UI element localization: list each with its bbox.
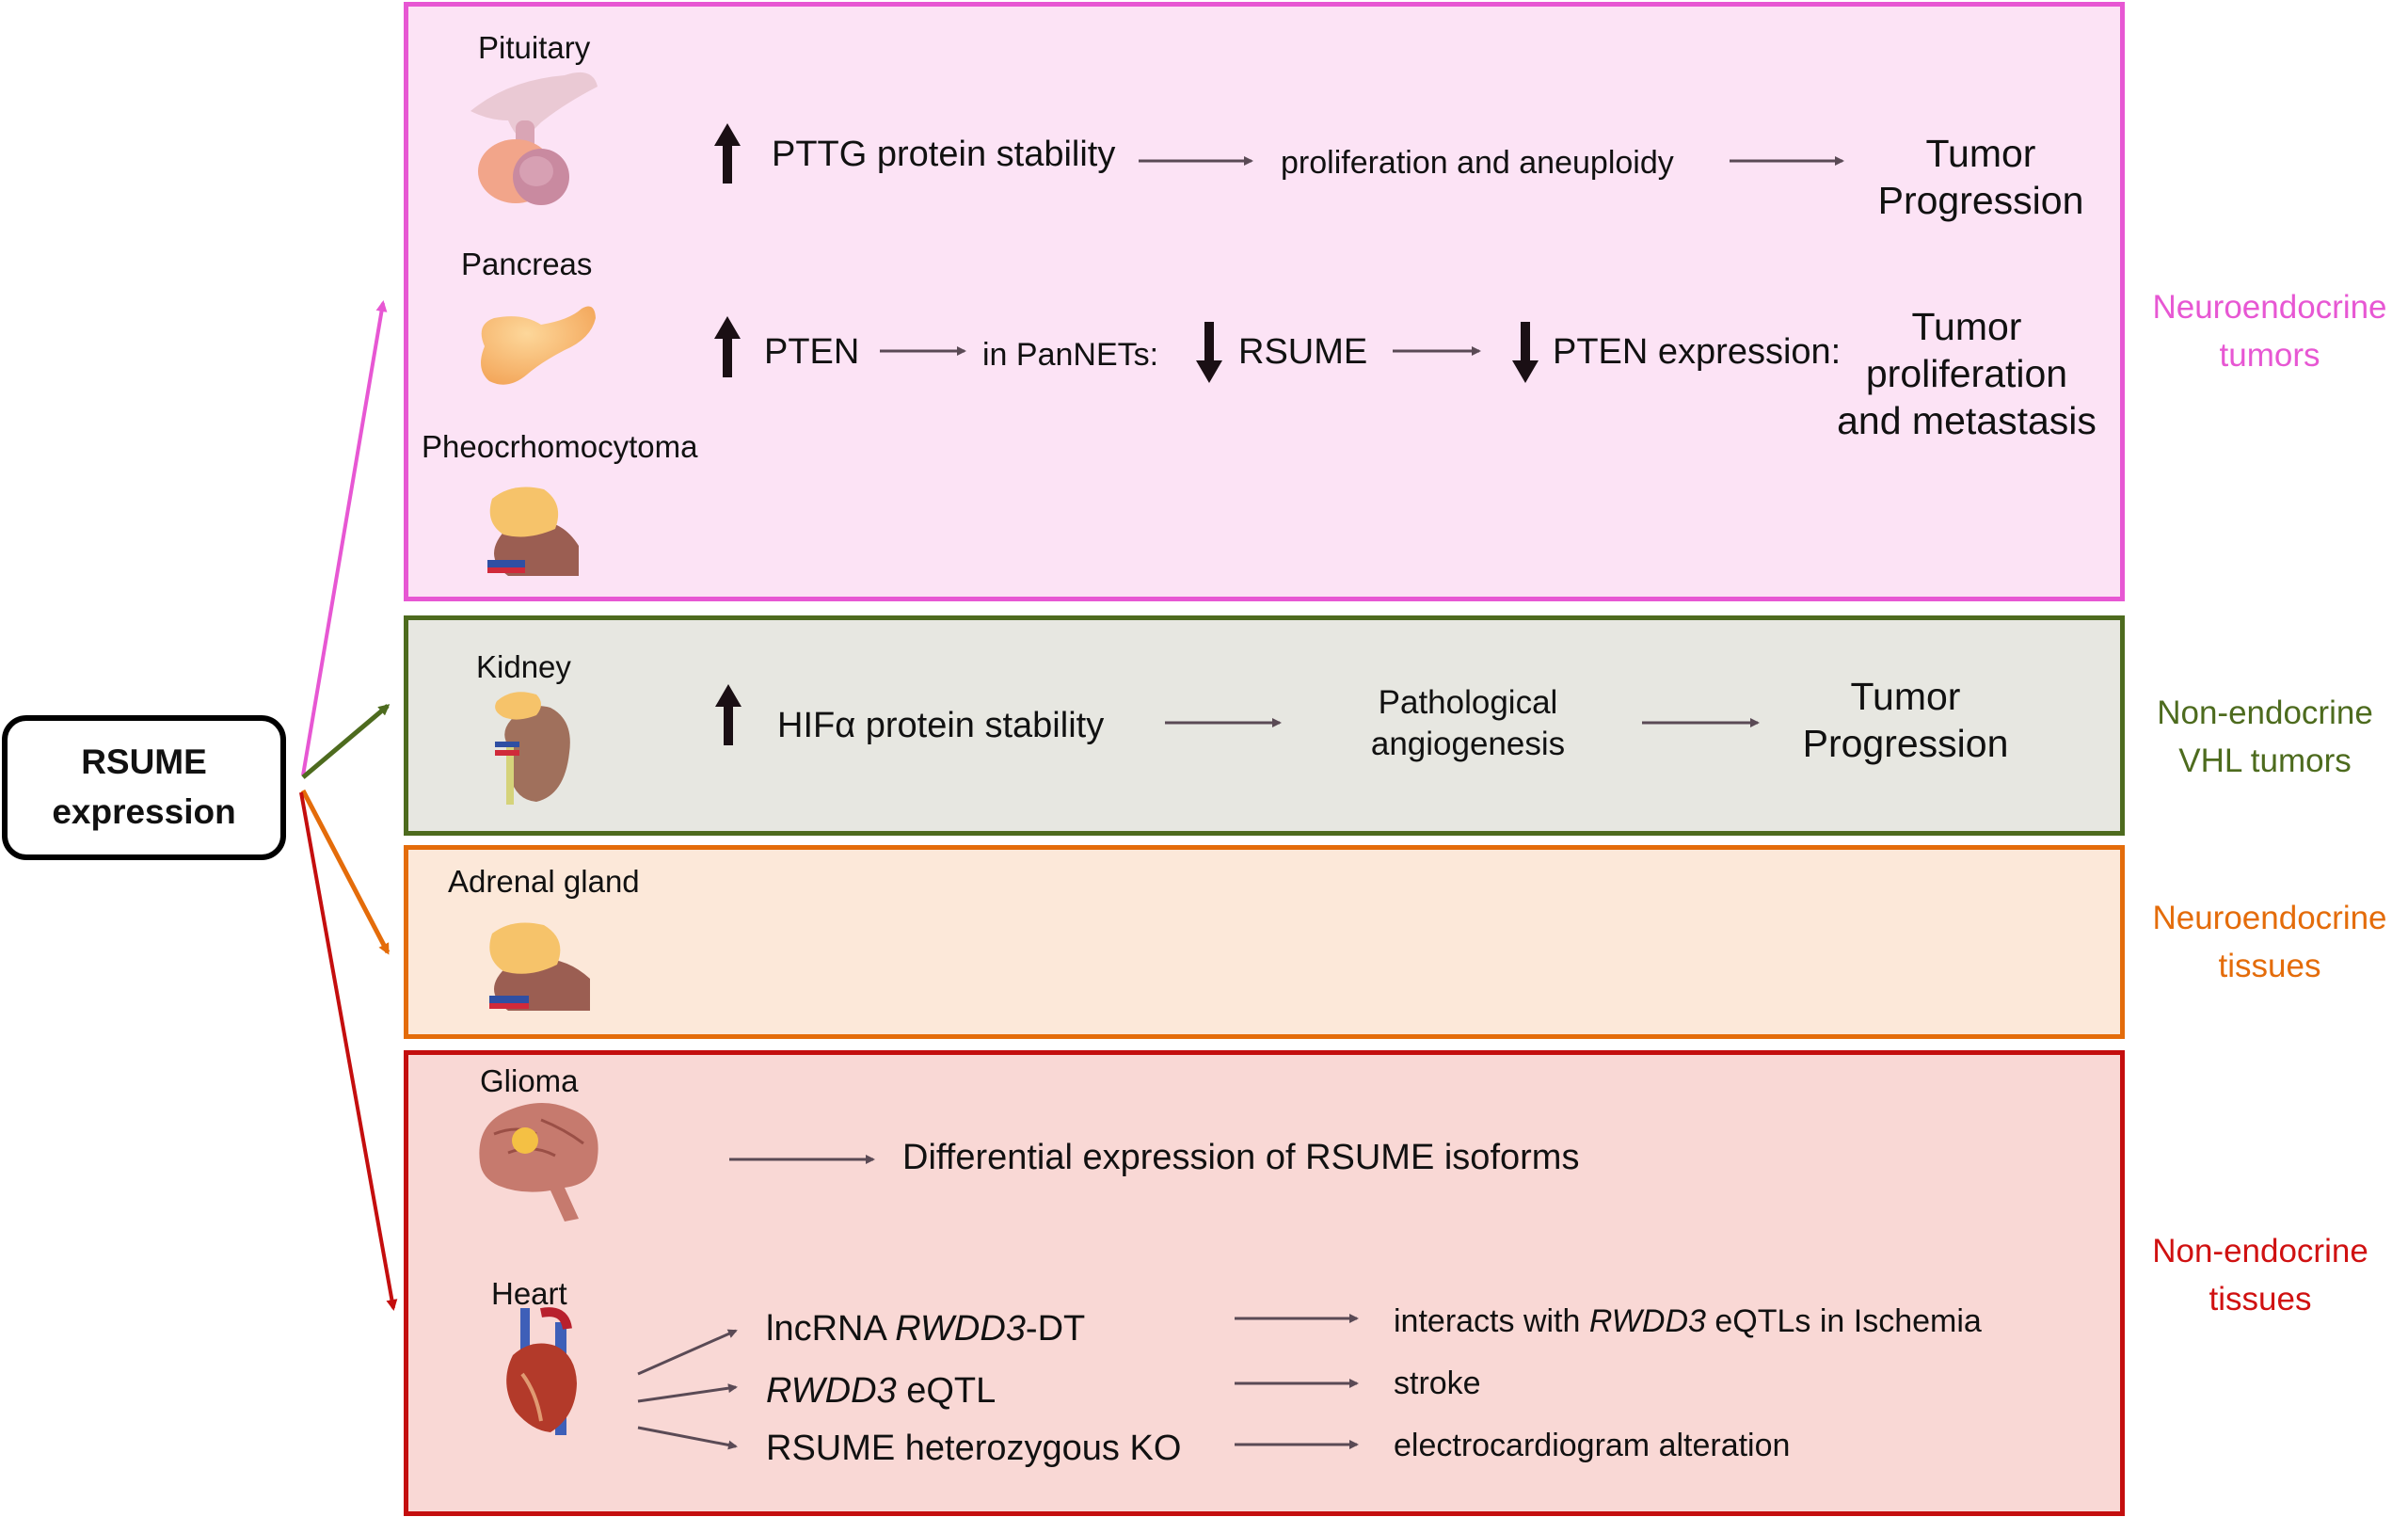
heart-item-text: -DT	[1025, 1309, 1086, 1349]
branch-arrow-neuroendocrine-tumors	[301, 300, 388, 776]
category-neuroendocrine-tissues: Neuroendocrine tissues	[2138, 895, 2401, 991]
flow-arrow	[637, 1426, 738, 1450]
up-arrow-icon	[714, 316, 741, 377]
branch-arrow-nonendocrine-tissues	[299, 791, 398, 1311]
category-line: tissues	[2218, 947, 2321, 984]
adrenal-gland-icon	[489, 922, 590, 1011]
text-line: angiogenesis	[1370, 725, 1566, 762]
flow-arrow	[637, 1329, 738, 1376]
up-arrow-icon	[715, 684, 742, 745]
heart-result-text: stroke	[1394, 1365, 1481, 1401]
heart-item-text: eQTL	[896, 1371, 997, 1411]
text-line: Pathological	[1378, 684, 1558, 721]
gene-name: RWDD3	[766, 1371, 897, 1411]
branch-arrow-vhl-tumors	[301, 704, 391, 779]
proliferation-aneuploidy-text: proliferation and aneuploidy	[1281, 145, 1674, 181]
gene-name: RWDD3	[895, 1309, 1026, 1349]
organ-label-glioma: Glioma	[480, 1063, 579, 1098]
panel-neuroendocrine-tissues	[404, 845, 2125, 1039]
root-node: RSUME expression	[2, 715, 286, 860]
result-line: Progression	[1802, 722, 2009, 766]
tumor-proliferation-metastasis: Tumor proliferation and metastasis	[1816, 303, 2117, 444]
heart-icon	[506, 1307, 577, 1435]
result-line: Progression	[1877, 179, 2084, 223]
result-line: proliferation	[1865, 352, 2068, 396]
root-label-line2: expression	[52, 792, 236, 831]
kidney-icon	[495, 692, 570, 805]
down-arrow-icon	[1196, 322, 1222, 383]
up-arrow-icon	[714, 123, 741, 184]
category-nonendocrine-tissues: Non-endocrine tissues	[2129, 1228, 2392, 1324]
category-line: Non-endocrine	[2152, 1233, 2368, 1269]
category-line: tissues	[2209, 1280, 2312, 1317]
heart-item-1: lncRNA RWDD3-DT	[766, 1309, 1085, 1349]
rsume-text: RSUME	[1238, 332, 1368, 372]
organ-label-heart: Heart	[491, 1276, 567, 1311]
root-label-line1: RSUME	[81, 743, 207, 782]
organ-label-pancreas: Pancreas	[461, 247, 593, 281]
pancreas-icon	[481, 306, 596, 385]
down-arrow-icon	[1512, 322, 1539, 383]
heart-item-3: RSUME heterozygous KO	[766, 1429, 1181, 1469]
panel-vhl-tumors	[404, 615, 2125, 836]
organ-label-adrenal-gland: Adrenal gland	[448, 864, 640, 899]
pituitary-icon	[470, 72, 598, 205]
category-vhl-tumors: Non-endocrine VHL tumors	[2129, 690, 2401, 786]
category-line: Neuroendocrine	[2152, 289, 2387, 326]
tumor-progression-kidney: Tumor Progression	[1774, 673, 2037, 767]
heart-item-text: RSUME heterozygous KO	[766, 1429, 1182, 1468]
organ-label-pheochromocytoma: Pheocrhomocytoma	[422, 429, 698, 464]
panel-neuroendocrine-tumors	[404, 2, 2125, 601]
category-line: Neuroendocrine	[2152, 900, 2387, 936]
category-line: VHL tumors	[2178, 742, 2352, 779]
category-line: tumors	[2219, 336, 2320, 374]
hif-stability-text: HIFα protein stability	[777, 706, 1105, 745]
result-line: Tumor	[1850, 675, 1961, 718]
heart-item-text: lncRNA	[766, 1309, 896, 1349]
gene-name: RWDD3	[1588, 1303, 1706, 1339]
category-neuroendocrine-tumors: Neuroendocrine tumors	[2138, 284, 2401, 380]
pttg-stability-text: PTTG protein stability	[772, 135, 1116, 174]
pten-expression-text: PTEN expression:	[1553, 332, 1842, 372]
heart-result-text: electrocardiogram alteration	[1394, 1428, 1791, 1463]
result-line: and metastasis	[1837, 399, 2097, 443]
isoforms-text: Differential expression of RSUME isoform…	[902, 1138, 1580, 1177]
pten-text: PTEN	[764, 332, 860, 372]
result-line: Tumor	[1911, 305, 2022, 348]
category-line: Non-endocrine	[2157, 695, 2373, 731]
heart-result-1: interacts with RWDD3 eQTLs in Ischemia	[1394, 1303, 1982, 1340]
tumor-progression-pituitary: Tumor Progression	[1849, 130, 2113, 224]
heart-result-text: interacts with	[1394, 1303, 1589, 1339]
flow-arrow	[637, 1383, 738, 1403]
heart-result-3: electrocardiogram alteration	[1394, 1428, 1790, 1464]
adrenal-gland-icon	[487, 487, 579, 576]
organ-label-kidney: Kidney	[476, 649, 571, 684]
heart-result-text: eQTLs in Ischemia	[1705, 1303, 1982, 1339]
organ-label-pituitary: Pituitary	[478, 30, 591, 65]
result-line: Tumor	[1925, 132, 2036, 175]
brain-icon	[479, 1102, 598, 1222]
branch-arrow-neuroendocrine-tissues	[300, 789, 391, 955]
pathological-angiogenesis-text: Pathological angiogenesis	[1317, 682, 1619, 765]
in-pannets-text: in PanNETs:	[982, 337, 1159, 373]
heart-item-2: RWDD3 eQTL	[766, 1371, 996, 1412]
heart-result-2: stroke	[1394, 1365, 1481, 1402]
